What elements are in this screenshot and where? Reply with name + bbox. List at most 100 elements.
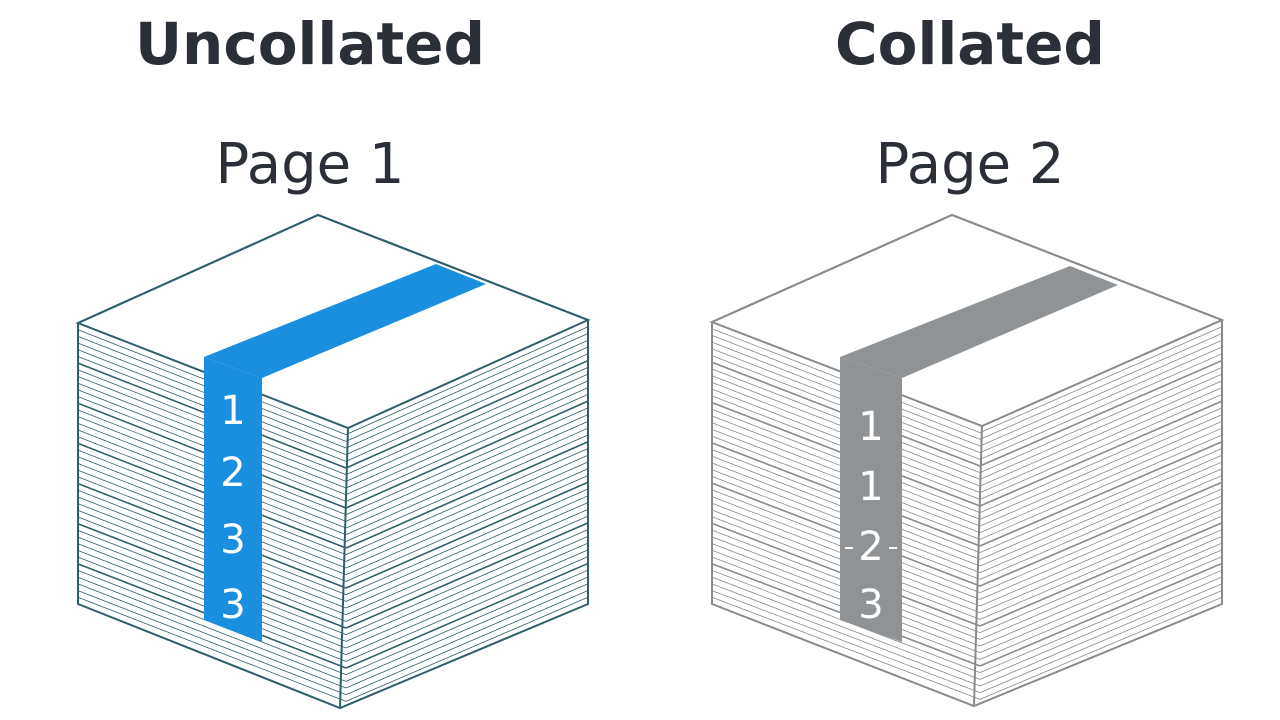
page-edge-line: [979, 333, 1223, 440]
page-edge-line: [345, 346, 589, 456]
page-edge-line: [345, 562, 589, 669]
page-edge-line: [345, 556, 589, 662]
page-edge-line: [979, 549, 1223, 654]
page-edge-line: [345, 596, 589, 702]
page-edge-line: [979, 461, 1223, 567]
page-edge-line: [345, 576, 589, 682]
page-edge-line: [345, 366, 589, 476]
band-number-1: 1: [220, 388, 245, 434]
page-edge-line: [345, 549, 589, 656]
band-number-3: 2: [858, 524, 883, 570]
page-edge-line: [979, 481, 1223, 587]
page-edge-line: [345, 468, 589, 576]
page-edge-line: [345, 454, 589, 562]
page-edge-line: [345, 339, 589, 449]
page-edge-line: [345, 380, 589, 489]
uncollated-paper-stack: 1 2 3 3: [75, 213, 591, 710]
page-edge-line: [979, 590, 1223, 694]
page-edge-line: [979, 448, 1223, 554]
page-edge-line: [345, 475, 589, 582]
page-edge-line: [345, 536, 589, 642]
page-edge-line: [345, 481, 589, 589]
page-edge-line: [345, 542, 589, 649]
page-edge-line: [979, 421, 1223, 527]
uncollated-title: Uncollated: [134, 10, 486, 78]
page-edge-line: [345, 440, 589, 549]
page-edge-line: [979, 562, 1223, 667]
page-edge-line: [77, 596, 347, 702]
page-edge-line: [979, 468, 1223, 574]
page-edge-line: [345, 414, 589, 522]
page-edge-line: [345, 387, 589, 496]
collated-paper-stack: 1 1 2 3: [709, 213, 1225, 708]
page-edge-line: [345, 461, 589, 569]
page-edge-line: [77, 576, 347, 682]
stack-outline: [77, 213, 589, 710]
band-number-2: 2: [220, 450, 245, 496]
page-edge-line: [711, 576, 981, 680]
page-edge-line: [979, 556, 1223, 660]
page-edge-line: [979, 387, 1223, 494]
band-number-4: 3: [858, 582, 883, 628]
page-edge-line: [979, 522, 1223, 627]
page-edge-line: [979, 366, 1223, 474]
page-edge-line: [345, 373, 589, 482]
page-edge-line: [979, 427, 1223, 534]
page-edge-line: [979, 434, 1223, 540]
page-edge-line: [345, 522, 589, 629]
page-edge-line: [345, 421, 589, 529]
band-top: [204, 264, 486, 378]
page-edge-line: [345, 583, 589, 689]
page-edge-line: [979, 542, 1223, 647]
page-edge-line: [979, 529, 1223, 634]
page-edge-line: [979, 454, 1223, 560]
page-edge-line: [979, 569, 1223, 674]
page-edge-line: [345, 569, 589, 676]
page-edge-line: [345, 400, 589, 509]
page-edge-line: [979, 400, 1223, 507]
page-edge-line: [77, 583, 347, 689]
page-edge-line: [77, 590, 347, 696]
front-edge: [973, 425, 983, 707]
front-edge: [339, 427, 349, 709]
page-edge-line: [345, 448, 589, 556]
page-edge-line: [979, 394, 1223, 500]
page-edge-line: [979, 346, 1223, 454]
page-edge-line: [979, 596, 1223, 700]
page-edge-line: [711, 596, 981, 700]
page-edge-line: [979, 515, 1223, 620]
band-number-2: 1: [858, 464, 883, 510]
page-edge-line: [345, 434, 589, 542]
page-edge-line: [345, 326, 589, 436]
page-edge-line: [979, 339, 1223, 447]
page-edge-line: [979, 326, 1223, 434]
page-edge-line: [345, 333, 589, 442]
page-edge-line: [979, 583, 1223, 687]
page-edge-line: [979, 508, 1223, 614]
right-side-lines: [979, 326, 1223, 700]
page-edge-line: [345, 502, 589, 609]
collated-page-label: Page 2: [875, 132, 1065, 197]
page-edge-line: [979, 407, 1223, 514]
band-number-1: 1: [858, 404, 883, 450]
uncollated-page-label: Page 1: [215, 132, 405, 197]
page-edge-line: [345, 590, 589, 696]
page-edge-line: [711, 590, 981, 694]
page-edge-line: [345, 394, 589, 502]
page-edge-line: [979, 380, 1223, 487]
page-edge-line: [345, 508, 589, 616]
page-edge-line: [979, 576, 1223, 680]
page-edge-line: [979, 353, 1223, 460]
page-edge-line: [345, 427, 589, 536]
page-edge-line: [979, 414, 1223, 520]
band-front: [840, 357, 902, 642]
band-top: [840, 266, 1118, 378]
collated-panel: Collated Page 2 1 1 2 3: [640, 0, 1280, 720]
uncollated-panel: Uncollated Page 1 1 2 3 3: [75, 10, 591, 710]
page-edge-line: [345, 515, 589, 622]
page-edge-line: [345, 353, 589, 462]
page-edge-line: [711, 583, 981, 687]
page-edge-line: [345, 359, 589, 469]
page-edge-line: [345, 407, 589, 516]
band-number-4: 3: [220, 582, 245, 628]
